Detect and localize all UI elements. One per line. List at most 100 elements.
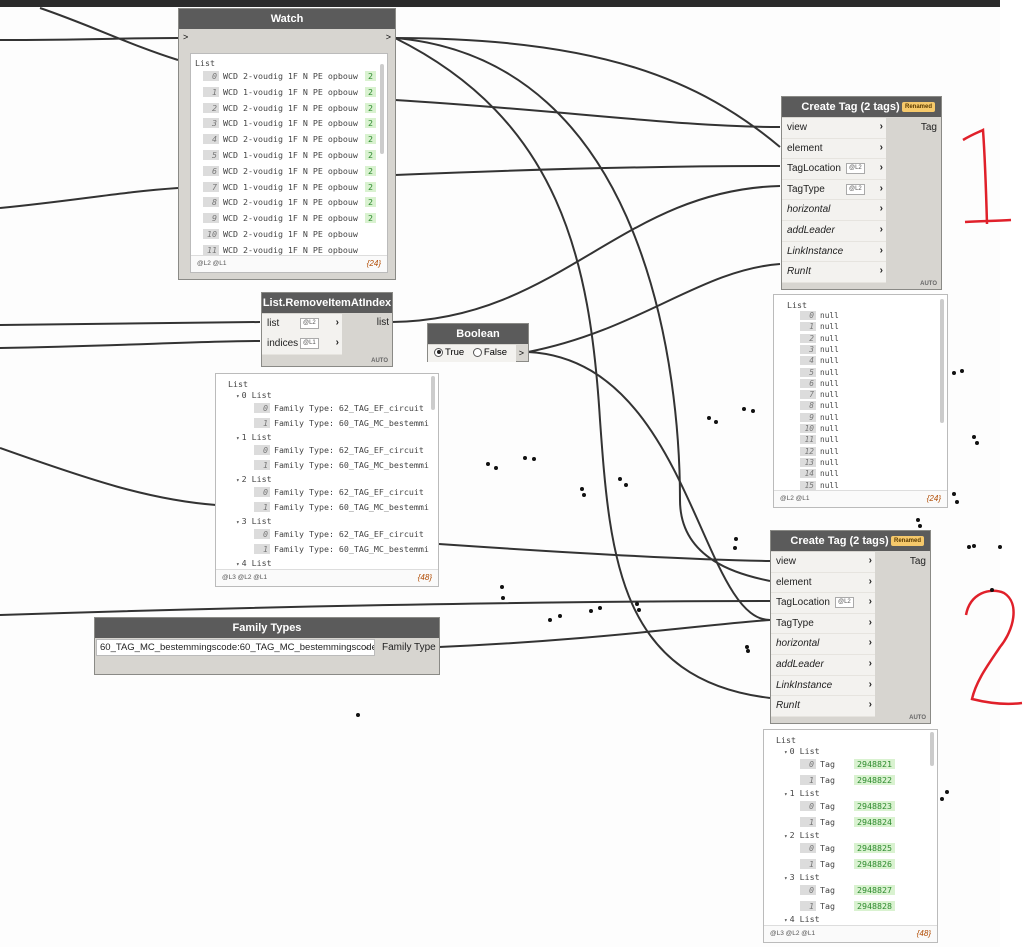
list-group[interactable]: ▾2 List: [784, 830, 820, 840]
lacing-level[interactable]: @L1: [300, 338, 319, 349]
create-tag-node-1[interactable]: Create Tag (2 tags) Renamed view›element…: [781, 96, 942, 290]
create-tag-node-2[interactable]: Create Tag (2 tags) Renamed view›element…: [770, 530, 931, 724]
input-port-element[interactable]: element›: [782, 138, 886, 160]
port-label: indices: [267, 338, 299, 349]
collapse-triangle-icon[interactable]: ▾: [236, 561, 240, 568]
input-port-view[interactable]: view›: [782, 118, 886, 139]
lacing-level[interactable]: @L2: [846, 183, 865, 195]
list-group[interactable]: ▾2 List: [236, 474, 272, 484]
input-port-addleader[interactable]: addLeader›: [782, 220, 886, 242]
lacing-level[interactable]: @L2: [846, 163, 865, 175]
item-key: Tag: [820, 817, 835, 827]
lacing-auto: AUTO: [909, 715, 926, 721]
boolean-output-port[interactable]: >: [518, 348, 524, 358]
true-radio[interactable]: True: [434, 347, 464, 358]
annotation-number-1: [962, 128, 1012, 225]
list-group[interactable]: ▾3 List: [236, 516, 272, 526]
renamed-badge: Renamed: [901, 102, 935, 112]
input-port-taglocation[interactable]: TagLocation@L2›: [782, 159, 886, 180]
port-label: LinkInstance: [787, 245, 844, 257]
port-label: LinkInstance: [776, 679, 833, 691]
input-port-element[interactable]: element›: [771, 572, 875, 594]
input-port-tagtype[interactable]: TagType@L2›: [782, 179, 886, 201]
input-port-addleader[interactable]: addLeader›: [771, 654, 875, 676]
list-group[interactable]: ▾0 List: [236, 390, 272, 400]
boolean-node[interactable]: Boolean True False >: [427, 323, 529, 362]
item-index: 1: [254, 460, 270, 470]
false-radio[interactable]: False: [472, 347, 507, 358]
lacing-level[interactable]: @L2: [835, 597, 854, 609]
input-port-tagtype[interactable]: TagType›: [771, 613, 875, 635]
item-count: {48}: [916, 929, 931, 938]
list-group[interactable]: ▾4 List: [236, 558, 272, 568]
scrollbar[interactable]: [431, 376, 435, 410]
family-type-dropdown[interactable]: 60_TAG_MC_bestemmingscode:60_TAG_MC_best…: [96, 639, 375, 656]
input-port-view[interactable]: view›: [771, 552, 875, 573]
input-port-taglocation[interactable]: TagLocation@L2›: [771, 593, 875, 614]
collapse-triangle-icon[interactable]: ▾: [784, 875, 788, 882]
input-port-indices[interactable]: indices @L1 ›: [262, 334, 342, 355]
remove-item-at-index-node[interactable]: List.RemoveItemAtIndex list @L2 › indice…: [261, 292, 393, 367]
input-port-linkinstance[interactable]: LinkInstance›: [782, 241, 886, 263]
collapse-triangle-icon[interactable]: ▾: [784, 749, 788, 756]
input-port-horizontal[interactable]: horizontal›: [782, 200, 886, 221]
input-port-runit[interactable]: RunIt›: [771, 696, 875, 717]
item-index: 13: [800, 457, 816, 467]
item-text: Family Type: 60_TAG_MC_bestemmi: [274, 418, 429, 428]
input-port-list[interactable]: list @L2 ›: [262, 314, 342, 335]
lacing-level[interactable]: @L2: [300, 318, 319, 329]
stray-dot: [967, 545, 971, 549]
list-group[interactable]: ▾1 List: [784, 788, 820, 798]
item-index: 0: [800, 843, 816, 853]
input-port-linkinstance[interactable]: LinkInstance›: [771, 675, 875, 697]
stray-dot: [618, 477, 622, 481]
level-label: @L2 @L1: [780, 495, 810, 502]
input-port-horizontal[interactable]: horizontal›: [771, 634, 875, 655]
collapse-triangle-icon[interactable]: ▾: [236, 393, 240, 400]
watch-footer: @L2 @L1 {24}: [191, 255, 387, 272]
list-group[interactable]: ▾4 List: [784, 914, 820, 924]
watch-output-port[interactable]: >: [385, 32, 391, 42]
collapse-triangle-icon[interactable]: ▾: [784, 833, 788, 840]
scrollbar[interactable]: [930, 732, 934, 766]
family-types-node[interactable]: Family Types 60_TAG_MC_bestemmingscode:6…: [94, 617, 440, 675]
collapse-triangle-icon[interactable]: ▾: [236, 519, 240, 526]
chevron-right-icon: ›: [868, 616, 872, 628]
collapse-triangle-icon[interactable]: ▾: [236, 435, 240, 442]
port-label: element: [787, 142, 823, 154]
output-port-list[interactable]: list: [376, 317, 389, 328]
output-port-tag[interactable]: Tag: [920, 122, 937, 133]
item-text: WCD 2-voudig 1F N PE opbouw: [223, 71, 358, 81]
collapse-triangle-icon[interactable]: ▾: [236, 477, 240, 484]
stray-dot: [918, 524, 922, 528]
scrollbar[interactable]: [380, 64, 384, 154]
collapse-triangle-icon[interactable]: ▾: [784, 791, 788, 798]
group-label: 1 List: [789, 788, 820, 798]
chevron-right-icon: ›: [879, 223, 883, 235]
list-group[interactable]: ▾3 List: [784, 872, 820, 882]
item-index: 15: [800, 480, 816, 490]
scrollbar[interactable]: [940, 299, 944, 423]
item-value: null: [820, 367, 839, 377]
tag-id: 2948827: [854, 885, 895, 895]
item-text: WCD 2-voudig 1F N PE opbouw: [223, 165, 358, 176]
list-group[interactable]: ▾1 List: [236, 432, 272, 442]
item-text: WCD 1-voudig 1F N PE opbouw: [223, 181, 358, 192]
item-text: Family Type: 60_TAG_MC_bestemmi: [274, 502, 429, 512]
item-value: null: [820, 446, 839, 456]
watch-input-port[interactable]: >: [183, 32, 189, 42]
collapse-triangle-icon[interactable]: ▾: [784, 917, 788, 924]
output-port-tag[interactable]: Tag: [909, 556, 926, 567]
output-port-family-type[interactable]: Family Type: [382, 642, 436, 653]
annotation-number-2: [964, 589, 1023, 706]
input-port-runit[interactable]: RunIt›: [782, 262, 886, 283]
list-group[interactable]: ▾0 List: [784, 746, 820, 756]
